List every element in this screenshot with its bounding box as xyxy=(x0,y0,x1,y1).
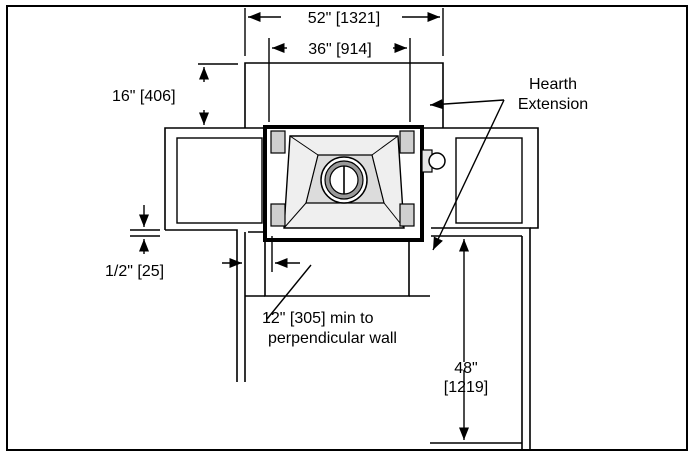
side-knob xyxy=(421,149,446,173)
dim-12-lines xyxy=(222,236,312,320)
hearth-callout-lines xyxy=(429,99,505,251)
wall-band xyxy=(164,127,539,450)
dim-48-label-line1: 48" xyxy=(454,360,477,377)
dim-12-label-line2: perpendicular wall xyxy=(268,330,397,347)
dim-36-label: 36" [914] xyxy=(308,41,372,58)
corner-bracket-tl xyxy=(270,130,286,154)
corner-bracket-tr xyxy=(399,130,415,154)
diagram-frame xyxy=(6,5,688,451)
left-panel xyxy=(176,137,263,224)
hearth-extension-outline xyxy=(244,62,444,297)
fireplace-unit xyxy=(263,125,424,242)
dim-36-lines xyxy=(268,38,411,122)
flue-collar xyxy=(320,156,368,204)
dim-52-label: 52" [1321] xyxy=(308,10,380,27)
dim-12-label-line1: 12" [305] min to xyxy=(262,310,374,327)
corner-bracket-br xyxy=(399,203,415,227)
dim-52-lines xyxy=(244,8,444,56)
dim-half-lines xyxy=(130,205,160,254)
hearth-label-line1: Hearth xyxy=(529,76,577,93)
right-panel xyxy=(455,137,523,224)
dim-48-lines xyxy=(430,239,522,444)
hearth-label-line2: Extension xyxy=(518,96,588,113)
corner-bracket-bl xyxy=(270,203,286,227)
dim-half-label: 1/2" [25] xyxy=(105,263,164,280)
dim-16-lines xyxy=(198,63,238,125)
dim-16-label: 16" [406] xyxy=(112,88,176,105)
dim-48-label-line2: [1219] xyxy=(444,379,488,396)
